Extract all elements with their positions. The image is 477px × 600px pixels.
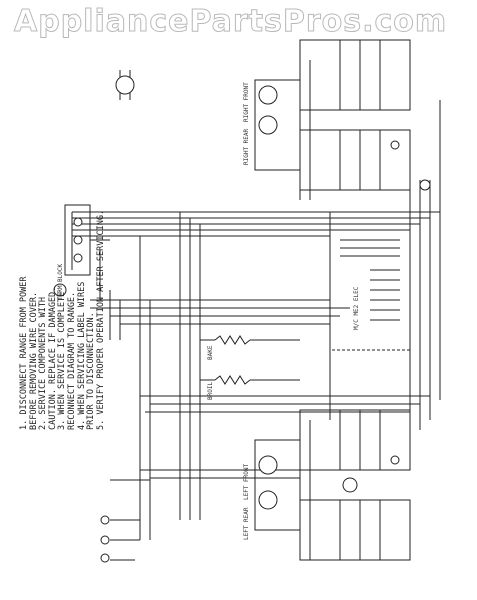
diagram-components bbox=[53, 75, 431, 563]
diagram-lines bbox=[64, 39, 441, 561]
note-line: 5. VERIFY PROPER OPERATION AFTER SERVICI… bbox=[95, 209, 106, 430]
label-broil: BROIL bbox=[207, 382, 214, 400]
label-left-rear: LEFT REAR bbox=[243, 507, 250, 540]
label-right-front: RIGHT FRONT bbox=[243, 82, 250, 122]
service-notes: 1. DISCONNECT RANGE FROM POWER BEFORE RE… bbox=[19, 90, 106, 430]
watermark: AppliancePartsPros.com bbox=[14, 4, 448, 40]
label-control: M/C ME2 ELEC bbox=[353, 286, 360, 330]
label-left-front: LEFT FRONT bbox=[243, 463, 250, 500]
label-right-rear: RIGHT REAR bbox=[243, 128, 250, 165]
label-bake: BAKE bbox=[207, 345, 214, 360]
label-terminal-block: TERM BLOCK bbox=[57, 263, 64, 300]
